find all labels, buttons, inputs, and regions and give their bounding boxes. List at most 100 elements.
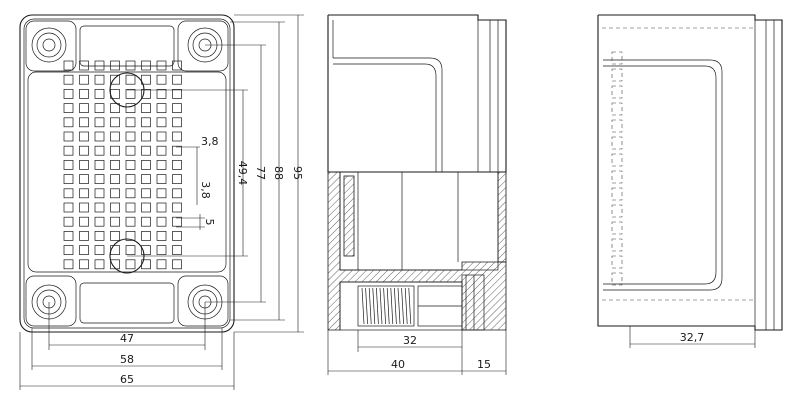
grid-hole (79, 202, 89, 213)
grid-hole (156, 188, 167, 199)
grid-hole (156, 202, 167, 213)
enclosure-outline (19, 14, 235, 333)
dim-15: 15 (477, 358, 491, 371)
grid-hole (94, 117, 105, 128)
side-slot (611, 272, 623, 286)
elevation-dimensions: 32,7 (629, 326, 756, 348)
thread-line (404, 287, 408, 325)
grid-hole (79, 60, 89, 71)
grid-hole (63, 60, 74, 71)
side-slot (611, 170, 623, 184)
grid-hole (125, 231, 136, 241)
side-slot (611, 51, 623, 65)
grid-hole (141, 117, 151, 128)
grid-hole (172, 103, 182, 113)
front-vertical-dimensions: 95 88 77 49,4 3,8 3,8 5 (127, 14, 304, 333)
corner-screw-top-right (177, 20, 229, 72)
grid-hole (172, 74, 182, 85)
side-slot (611, 153, 623, 167)
grid-hole (141, 231, 151, 241)
grid-hole (63, 202, 74, 213)
side-elevation-view (597, 14, 783, 331)
grid-hole (156, 89, 167, 99)
grid-hole (125, 74, 136, 85)
lid-inner-outline (27, 71, 227, 273)
dim-58: 58 (120, 353, 134, 366)
side-slot (611, 119, 623, 133)
grid-hole (79, 216, 89, 227)
grid-hole (79, 160, 89, 170)
grid-hole (156, 60, 167, 71)
grid-hole (141, 60, 151, 71)
front-horizontal-dimensions: 47 58 65 (19, 302, 235, 390)
grid-hole (79, 174, 89, 184)
grid-hole (156, 103, 167, 113)
dim-49-4: 49,4 (236, 161, 249, 186)
grid-hole (63, 188, 74, 199)
thread-line (365, 287, 368, 325)
dim-77: 77 (254, 166, 267, 180)
grid-hole (63, 216, 74, 227)
grid-hole (125, 188, 136, 199)
side-section-view (327, 14, 507, 331)
gland-threads (357, 285, 415, 327)
grid-hole (79, 74, 89, 85)
dim-3-8-b: 3,8 (199, 181, 212, 199)
grid-hole (110, 117, 120, 128)
grid-hole (172, 145, 182, 156)
grid-hole (125, 245, 136, 255)
grid-hole (94, 245, 105, 255)
dim-5: 5 (203, 219, 216, 226)
side-slot (611, 187, 623, 201)
grid-hole (156, 259, 167, 270)
grid-hole (141, 131, 151, 142)
grid-hole (94, 131, 105, 142)
section-hatch (327, 171, 507, 331)
grid-hole (94, 160, 105, 170)
corner-screw-top-left (25, 20, 77, 72)
grid-hole (156, 117, 167, 128)
grid-hole (156, 74, 167, 85)
corner-screw-bottom-left (25, 275, 77, 327)
corner-screw-bottom-right (177, 275, 229, 327)
grid-hole (125, 89, 136, 99)
grid-hole (125, 60, 136, 71)
grid-hole (125, 216, 136, 227)
grid-hole (125, 131, 136, 142)
grid-hole (172, 160, 182, 170)
grid-hole (110, 216, 120, 227)
grid-hole (141, 74, 151, 85)
grid-hole (156, 245, 167, 255)
grid-hole (141, 103, 151, 113)
grid-hole (94, 188, 105, 199)
grid-hole (172, 245, 182, 255)
grid-hole (172, 216, 182, 227)
grid-hole (110, 103, 120, 113)
grid-hole (172, 188, 182, 199)
grid-hole (63, 245, 74, 255)
dim-65: 65 (120, 373, 134, 386)
thread-body (357, 285, 415, 327)
grid-hole (141, 216, 151, 227)
grid-hole (110, 174, 120, 184)
grid-hole (94, 60, 105, 71)
grid-hole (172, 231, 182, 241)
side-slot (611, 102, 623, 116)
grid-hole (141, 202, 151, 213)
grid-hole (125, 259, 136, 270)
grid-hole (63, 259, 74, 270)
grid-hole (125, 202, 136, 213)
grid-hole (63, 160, 74, 170)
grid-hole (110, 160, 120, 170)
grid-hole (156, 231, 167, 241)
grid-hole (94, 74, 105, 85)
thread-line (383, 287, 386, 325)
grid-hole (141, 145, 151, 156)
side-slot (611, 85, 623, 99)
grid-hole (172, 117, 182, 128)
grid-hole (94, 202, 105, 213)
grid-hole (79, 145, 89, 156)
grid-hole (79, 231, 89, 241)
side-dimensions: 32 40 15 (327, 330, 507, 375)
